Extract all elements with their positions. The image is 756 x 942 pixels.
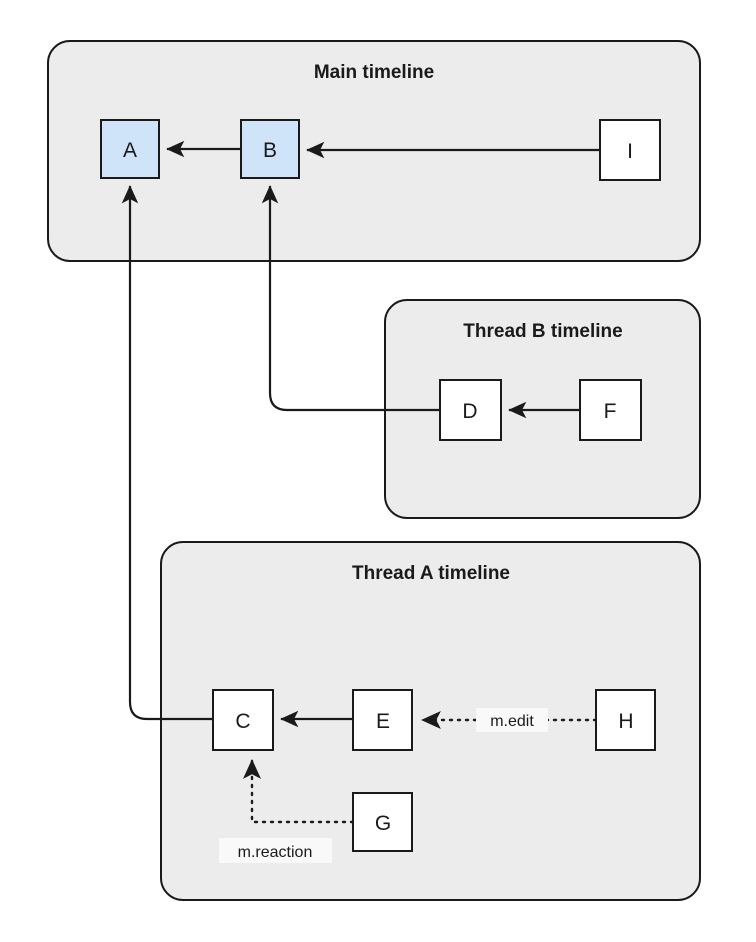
edge-label-m-edit: m.edit	[476, 708, 548, 732]
node-E-rect[interactable]	[352, 689, 413, 751]
node-I-rect[interactable]	[599, 119, 661, 181]
edge-label-m-reaction-text: m.reaction	[238, 844, 313, 861]
node-G-rect[interactable]	[352, 792, 413, 852]
edge-g-to-c	[243, 758, 355, 824]
node-A-rect[interactable]	[100, 119, 160, 179]
node-D-rect[interactable]	[439, 379, 502, 441]
group-main-timeline-title: Main timeline	[314, 62, 434, 83]
node-I[interactable]: I	[599, 119, 661, 181]
edge-c-to-a	[121, 185, 213, 721]
group-containers: Main timeline Thread B timeline Thread A…	[47, 40, 701, 901]
node-B-label: B	[263, 139, 277, 162]
edge-label-m-edit-text: m.edit	[490, 713, 534, 730]
node-F-rect[interactable]	[579, 379, 642, 441]
node-A[interactable]: A	[100, 119, 160, 179]
edge-label-m-reaction: m.reaction	[219, 838, 332, 863]
node-C[interactable]: C	[212, 689, 274, 751]
node-G-label: G	[375, 812, 391, 835]
edge-labels-layer: m.edit m.reaction	[219, 708, 548, 863]
edge-label-m-edit-bg	[476, 708, 548, 732]
node-H[interactable]: H	[595, 689, 656, 751]
node-C-rect[interactable]	[212, 689, 274, 751]
node-I-label: I	[627, 140, 633, 163]
node-A-label: A	[123, 139, 137, 162]
node-G[interactable]: G	[352, 792, 413, 852]
node-E[interactable]: E	[352, 689, 413, 751]
nodes-layer: A B I D F C E	[100, 119, 661, 852]
edge-label-m-reaction-bg	[219, 838, 332, 863]
node-F[interactable]: F	[579, 379, 642, 441]
node-B[interactable]: B	[240, 119, 300, 179]
edge-d-to-b	[261, 185, 440, 412]
node-H-label: H	[618, 710, 633, 733]
group-thread-a-timeline-title: Thread A timeline	[352, 563, 510, 584]
node-D[interactable]: D	[439, 379, 502, 441]
node-D-label: D	[462, 400, 477, 423]
node-C-label: C	[235, 710, 250, 733]
node-F-label: F	[604, 400, 617, 423]
node-E-label: E	[376, 710, 390, 733]
group-thread-b-timeline-title: Thread B timeline	[463, 321, 622, 342]
node-H-rect[interactable]	[595, 689, 656, 751]
node-B-rect[interactable]	[240, 119, 300, 179]
